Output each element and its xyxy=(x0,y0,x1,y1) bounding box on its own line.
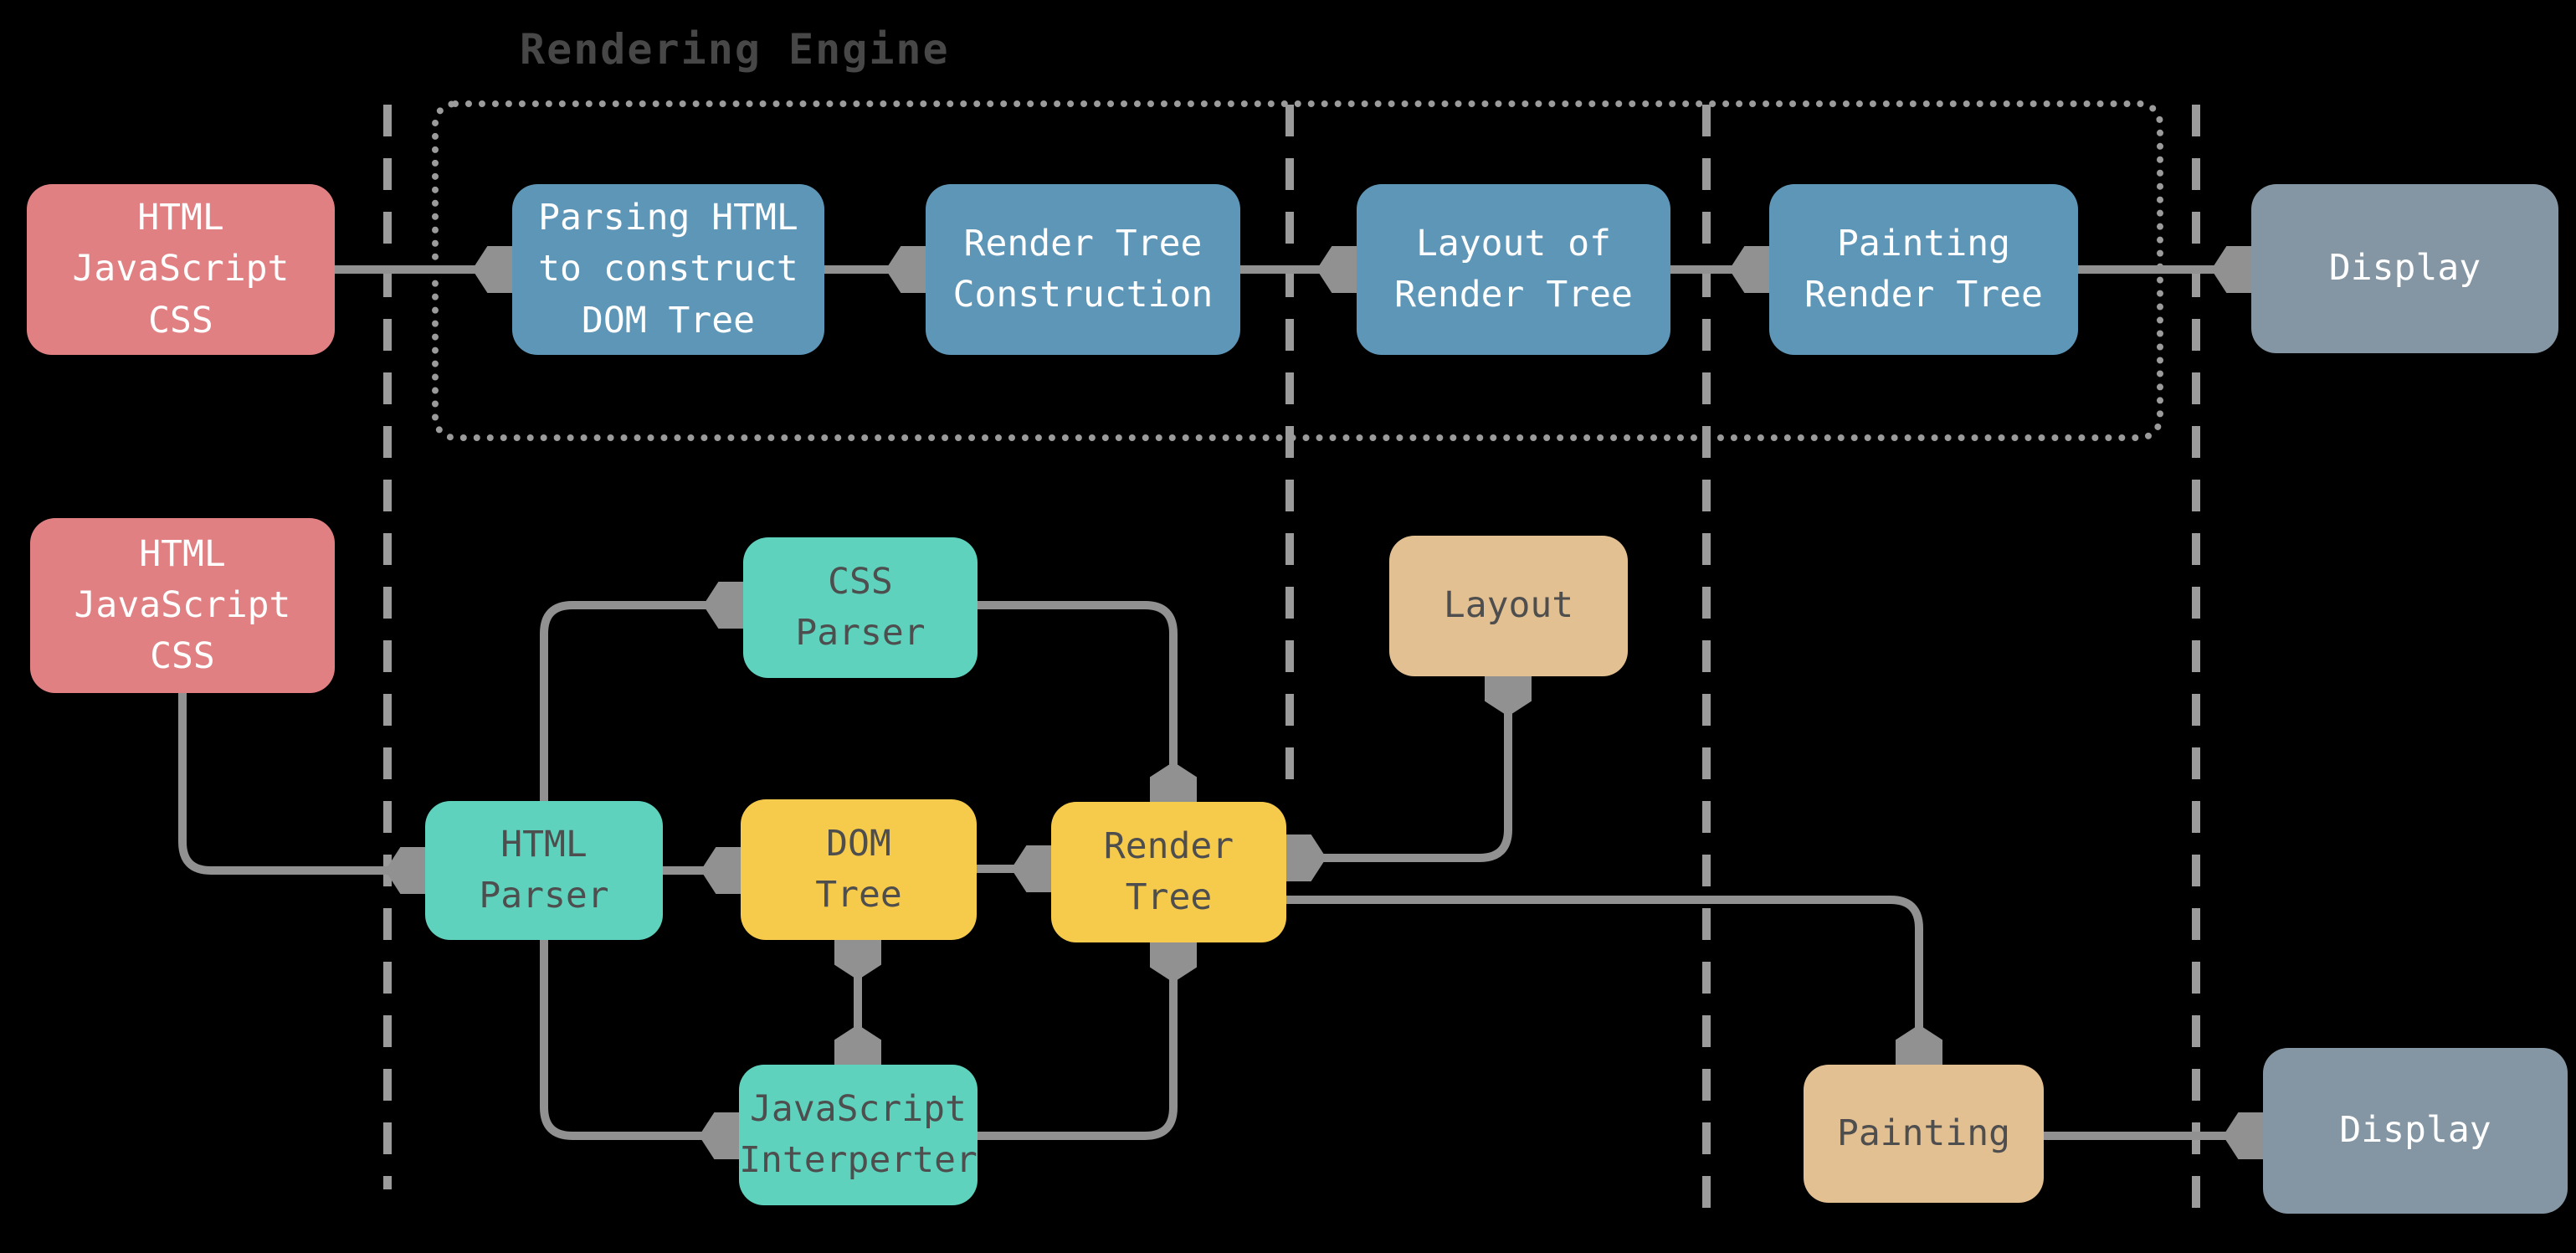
node-source-bottom: HTML JavaScript CSS xyxy=(30,518,335,693)
node-display-bottom: Display xyxy=(2263,1048,2568,1214)
section-divider-2 xyxy=(1285,105,1294,796)
section-divider-4 xyxy=(2192,105,2200,1208)
section-divider-1 xyxy=(383,105,392,1189)
edge-html-parser-to-js-interpreter xyxy=(540,940,739,1136)
node-source-top: HTML JavaScript CSS xyxy=(27,184,335,355)
node-dom-tree: DOM Tree xyxy=(741,799,977,940)
section-divider-3 xyxy=(1702,105,1711,1224)
edge-js-interpreter-to-render-tree xyxy=(978,942,1173,1140)
edge-css-parser-to-render-tree xyxy=(978,601,1173,802)
node-display-top: Display xyxy=(2251,184,2558,353)
node-render-tree-construction: Render Tree Construction xyxy=(926,184,1240,355)
edge-source-bottom-to-html-parser xyxy=(178,693,425,870)
edge-render-tree-layout-bidirectional xyxy=(1286,676,1508,858)
node-layout-of-render-tree: Layout of Render Tree xyxy=(1357,184,1670,355)
edge-render-tree-to-painting xyxy=(1286,896,1919,1065)
node-render-tree: Render Tree xyxy=(1051,802,1286,942)
node-painting-render-tree: Painting Render Tree xyxy=(1769,184,2078,355)
node-layout: Layout xyxy=(1389,536,1628,676)
node-html-parser: HTML Parser xyxy=(425,801,663,940)
node-painting: Painting xyxy=(1804,1065,2044,1203)
edge-html-parser-to-css-parser xyxy=(540,605,743,801)
node-css-parser: CSS Parser xyxy=(743,537,978,678)
diagram-title: Rendering Engine xyxy=(520,25,950,74)
node-js-interpreter: JavaScript Interperter xyxy=(739,1065,978,1205)
node-parsing-html: Parsing HTML to construct DOM Tree xyxy=(512,184,824,355)
